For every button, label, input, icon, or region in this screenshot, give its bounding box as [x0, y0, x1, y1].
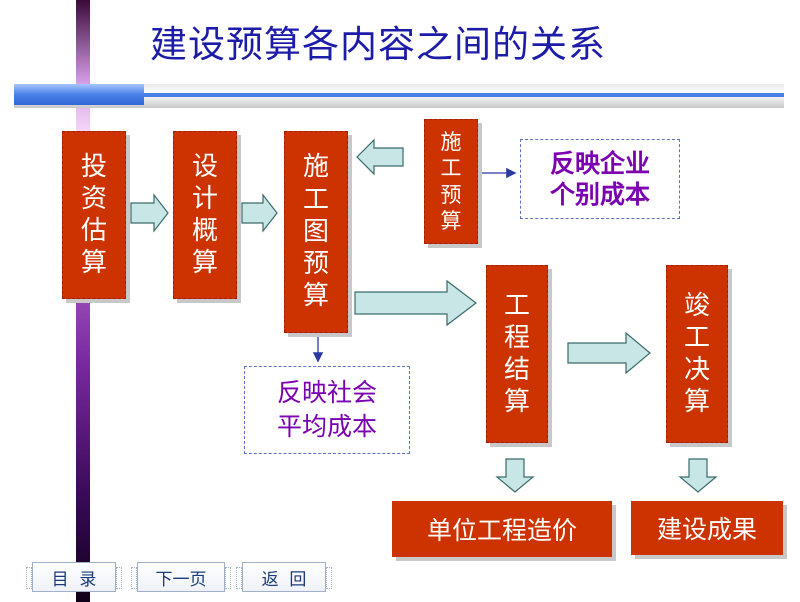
arrow-settlement-to-unit-cost — [495, 458, 535, 493]
box-design-estimate: 设 计 概 算 — [173, 131, 237, 299]
page-title: 建设预算各内容之间的关系 — [150, 23, 606, 66]
box-construction-budget: 施 工 预 算 — [424, 119, 478, 244]
arrow-construction-budget-to-drawing — [356, 138, 404, 176]
arrow-final-to-achievement — [678, 458, 718, 493]
nav-next-page-button[interactable]: 下一页 — [131, 562, 231, 592]
arrow-settlement-to-final — [567, 331, 651, 375]
box-construction-drawing-budget: 施 工 图 预 算 — [284, 131, 348, 333]
box-project-settlement: 工 程 结 算 — [486, 265, 548, 443]
result-construction-achievement: 建设成果 — [631, 501, 783, 555]
arrow-investment-to-design — [130, 193, 169, 233]
arrow-design-to-construction-drawing — [241, 193, 278, 233]
note-individual-cost: 反映企业 个别成本 — [520, 139, 680, 219]
header-bar-line — [144, 93, 784, 97]
box-investment-estimate: 投 资 估 算 — [62, 131, 126, 299]
result-unit-project-cost: 单位工程造价 — [392, 501, 612, 557]
note-social-average-cost: 反映社会 平均成本 — [244, 366, 410, 454]
arrow-drawing-to-settlement — [354, 279, 477, 327]
nav-contents-button[interactable]: 目 录 — [26, 562, 122, 592]
header-bar-accent — [14, 84, 144, 105]
box-completion-final-account: 竣 工 决 算 — [666, 265, 728, 443]
nav-back-button[interactable]: 返 回 — [236, 562, 332, 592]
